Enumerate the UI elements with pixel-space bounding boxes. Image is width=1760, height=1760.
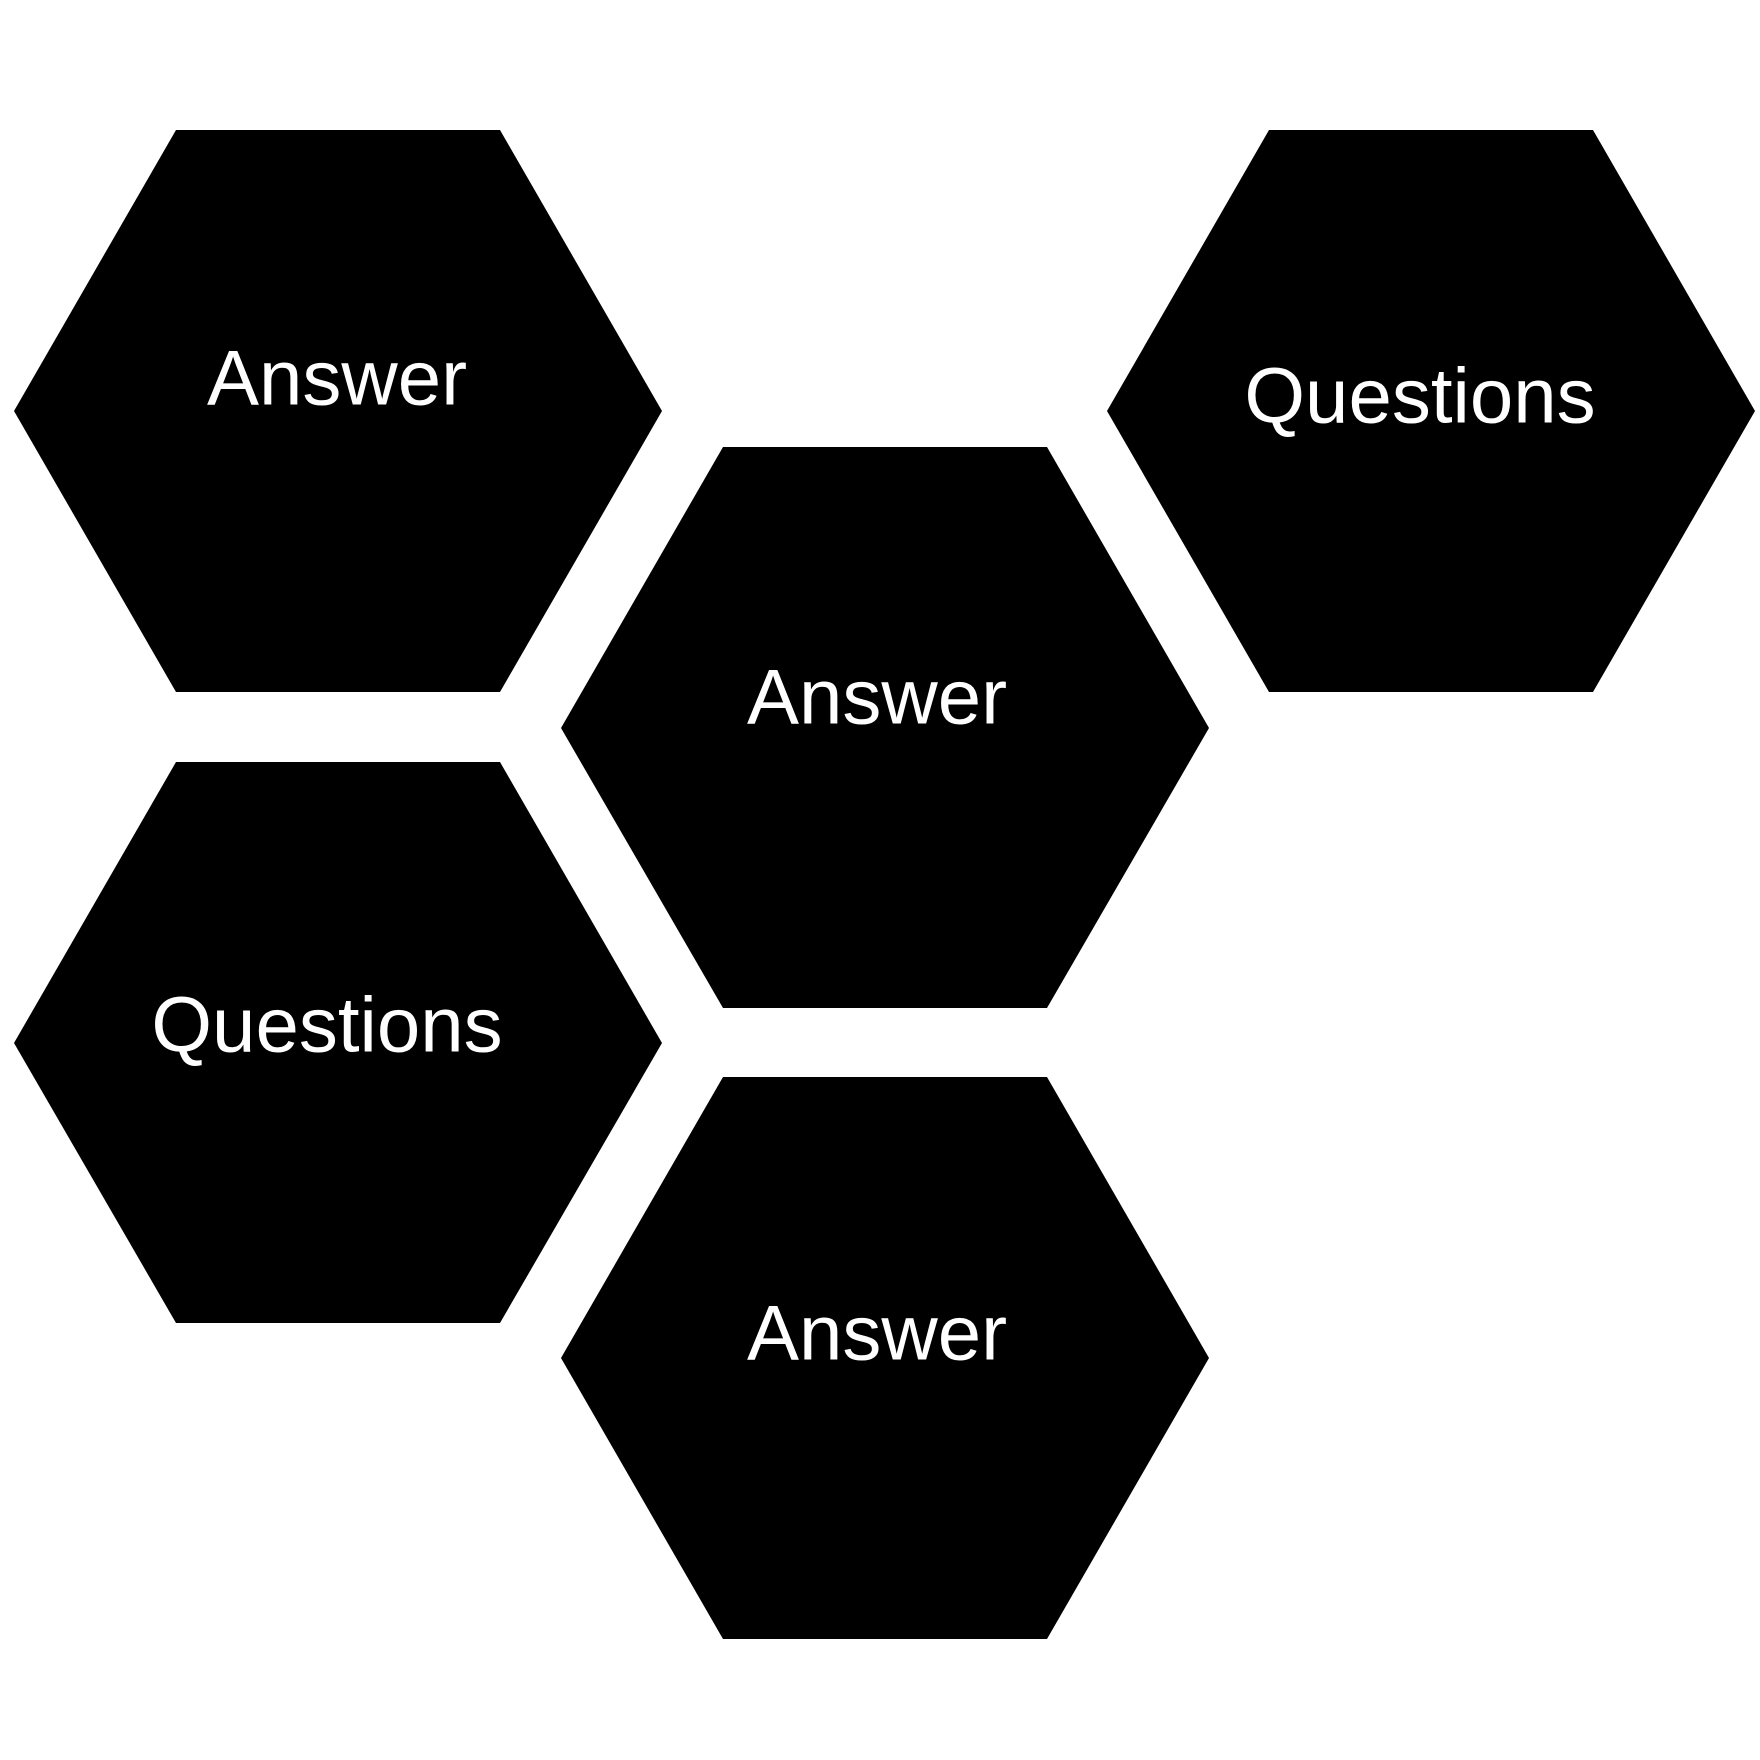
hexagon-3: Answer — [561, 447, 1209, 1008]
hexagon-4: Questions — [14, 762, 662, 1323]
hexagon-shape — [561, 447, 1209, 1008]
hexagon-label: Questions — [151, 981, 502, 1069]
hexagon-2: Questions — [1107, 130, 1755, 692]
hexagon-label: Questions — [1244, 352, 1595, 440]
hexagon-shape — [1107, 130, 1755, 692]
hexagon-5: Answer — [561, 1077, 1209, 1639]
hexagon-1: Answer — [14, 130, 662, 692]
hexagon-shape — [14, 130, 662, 692]
hexagon-shape — [14, 762, 662, 1323]
hexagon-label: Answer — [207, 334, 467, 422]
hexagon-label: Answer — [747, 653, 1007, 741]
hexagon-label: Answer — [747, 1289, 1007, 1377]
hexagon-shape — [561, 1077, 1209, 1639]
